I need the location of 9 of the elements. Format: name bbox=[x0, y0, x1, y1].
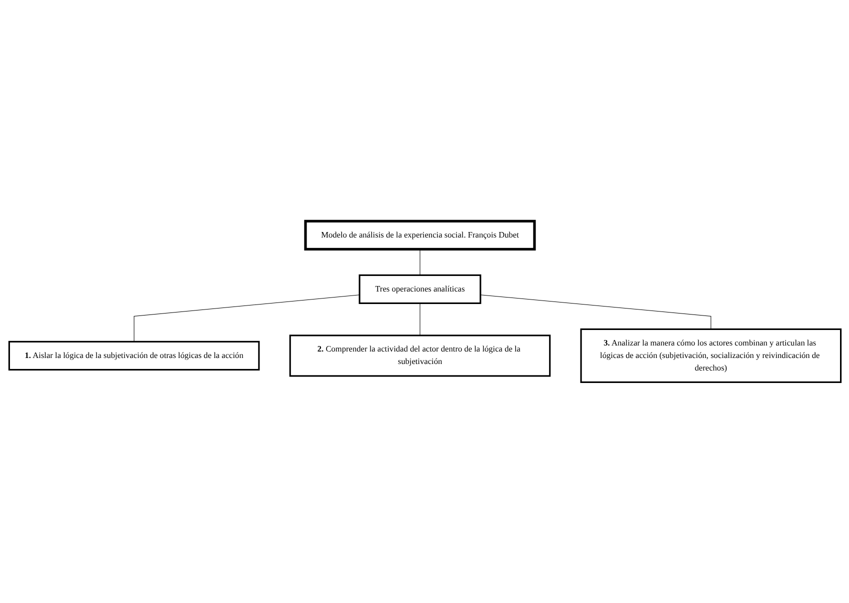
node-box: 1. Aislar la lógica de la subjetivación de otras lógicas de la acción bbox=[8, 340, 260, 370]
node-box: 3. Analizar la manera cómo los actores combinan y articulan las lógicas de acción (subjetivación, socialización y reivindicación de derechos) bbox=[580, 328, 842, 383]
connector bbox=[419, 302, 420, 336]
node-box: Modelo de análisis de la experiencia social. François Dubet bbox=[304, 220, 536, 250]
connector bbox=[419, 248, 420, 276]
node-box: 2. Comprender la actividad del actor dentro de la lógica de la subjetivación bbox=[288, 334, 550, 377]
connector bbox=[133, 294, 360, 342]
node-box: Tres operaciones analíticas bbox=[358, 274, 481, 304]
connector bbox=[480, 294, 711, 330]
